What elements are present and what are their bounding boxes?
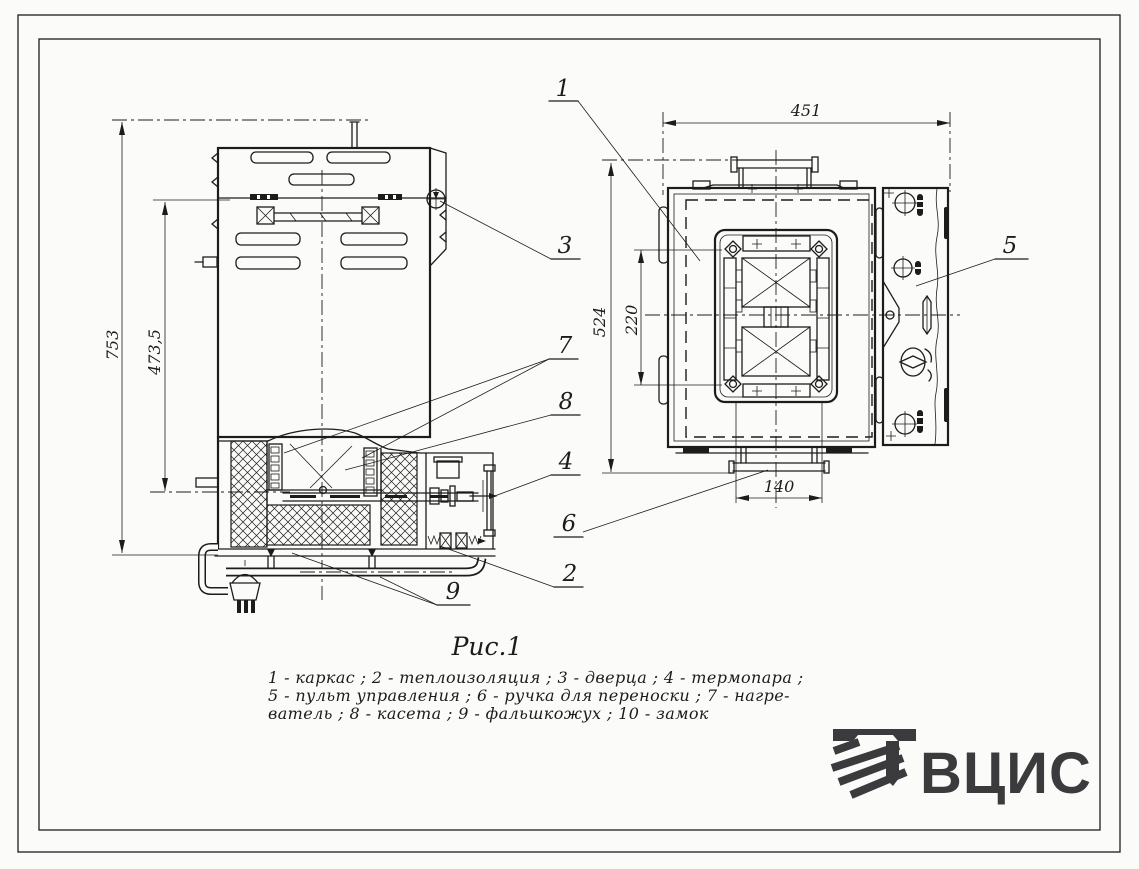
top-fittings (692, 180, 858, 190)
furnace-body-outline (216, 146, 432, 439)
svg-text:8: 8 (559, 389, 574, 415)
svg-text:5: 5 (1003, 233, 1018, 259)
rotary-knob (898, 347, 933, 382)
svg-text:2: 2 (562, 561, 578, 587)
terminal-box (425, 452, 497, 550)
heater-left (268, 443, 283, 491)
indicator-middle (891, 256, 915, 280)
indicator-bottom (892, 411, 918, 437)
door-vent-slots (235, 232, 408, 270)
insulation-left (230, 440, 268, 548)
power-plug (229, 560, 261, 613)
valve-assembly (427, 532, 486, 549)
callout-9-false-casing: 9 (291, 552, 471, 606)
callout-7-heater: 7 (283, 333, 579, 459)
side-section-view: 753 473,5 (103, 119, 497, 613)
sheet-border (17, 14, 1121, 853)
callout-3-door: 3 (439, 200, 581, 260)
top-vent-slots (250, 151, 391, 186)
dimension-top-depth: 524 (590, 159, 738, 474)
legend-line-3: ватель ; 8 - касета ; 9 - фальшкожух ; 1… (268, 704, 709, 723)
dimension-opening-depth: 220 (622, 249, 722, 386)
dim-handle-width: 140 (764, 477, 795, 496)
top-view-outline (666, 186, 877, 449)
top-view: 451 524 220 140 (590, 101, 960, 508)
side-tab-bottom (658, 355, 669, 405)
indicator-top (892, 190, 918, 216)
svg-text:9: 9 (446, 579, 461, 605)
dimension-total-height: 753 (103, 119, 368, 556)
svg-text:3: 3 (558, 233, 573, 259)
callout-5-control-panel: 5 (915, 233, 1029, 287)
mount-bracket (483, 464, 496, 537)
insulation-bottom (266, 504, 371, 546)
edge-tick-top (944, 207, 949, 239)
figure-caption-block: Рис.1 1 - каркас ; 2 - теплоизоляция ; 3… (268, 632, 804, 723)
dimension-top-width: 451 (662, 101, 951, 195)
edge-tick-bottom (944, 388, 949, 422)
callout-2-insulation: 2 (439, 545, 584, 588)
callout-8-cassette: 8 (344, 389, 581, 471)
svg-text:4: 4 (558, 449, 574, 475)
dimension-partial-height: 473,5 (145, 199, 290, 493)
bottom-trim (675, 448, 869, 454)
left-stub (195, 477, 219, 488)
side-wall-strip (429, 147, 447, 268)
vcis-logo-text: ВЦИС (920, 741, 1092, 806)
svg-text:6: 6 (562, 511, 577, 537)
door-handle (256, 206, 380, 225)
dimension-handle-width: 140 (736, 477, 822, 501)
top-pin (349, 121, 360, 149)
callout-4-thermocouple: 4 (491, 449, 581, 498)
hidden-inner-contour (685, 199, 873, 438)
legend-line-2: 5 - пульт управления ; 6 - ручка для пер… (268, 686, 790, 705)
door-latch-strips (250, 194, 402, 200)
vent-slots-panel (915, 194, 923, 433)
vcis-logo: ВЦИС (830, 729, 1092, 806)
toggle-switch (922, 294, 932, 336)
side-tab-top (658, 206, 669, 264)
bottom-carry-handle (728, 402, 830, 503)
figure-caption: Рис.1 (451, 632, 523, 661)
callout-6-carry-handle: 6 (553, 469, 769, 538)
dim-partial-height: 473,5 (145, 329, 164, 376)
callout-1-frame: 1 (548, 76, 701, 262)
corner-bolts (724, 240, 828, 393)
dim-total-height: 753 (103, 330, 122, 361)
side-latch (194, 256, 218, 268)
heater-right (363, 447, 378, 497)
lock (426, 188, 446, 210)
insulation-right (380, 452, 418, 546)
svg-text:1: 1 (556, 76, 571, 102)
dim-top-depth: 524 (590, 307, 609, 338)
hinge-tabs (210, 152, 447, 243)
top-carry-handle (730, 156, 819, 193)
break-line (934, 188, 939, 445)
dim-opening-depth: 220 (622, 305, 641, 337)
svg-text:7: 7 (558, 333, 573, 359)
control-panel (881, 186, 950, 447)
dim-top-width: 451 (790, 101, 822, 120)
lower-section (195, 428, 497, 613)
alignment-crosses (884, 188, 896, 441)
conduit-pipes (198, 543, 487, 595)
callouts: 1 3 7 8 4 6 2 (283, 76, 1029, 606)
vcis-logo-icon (830, 729, 916, 799)
legend-line-1: 1 - каркас ; 2 - теплоизоляция ; 3 - две… (268, 668, 804, 687)
panel-hinges (874, 187, 884, 448)
